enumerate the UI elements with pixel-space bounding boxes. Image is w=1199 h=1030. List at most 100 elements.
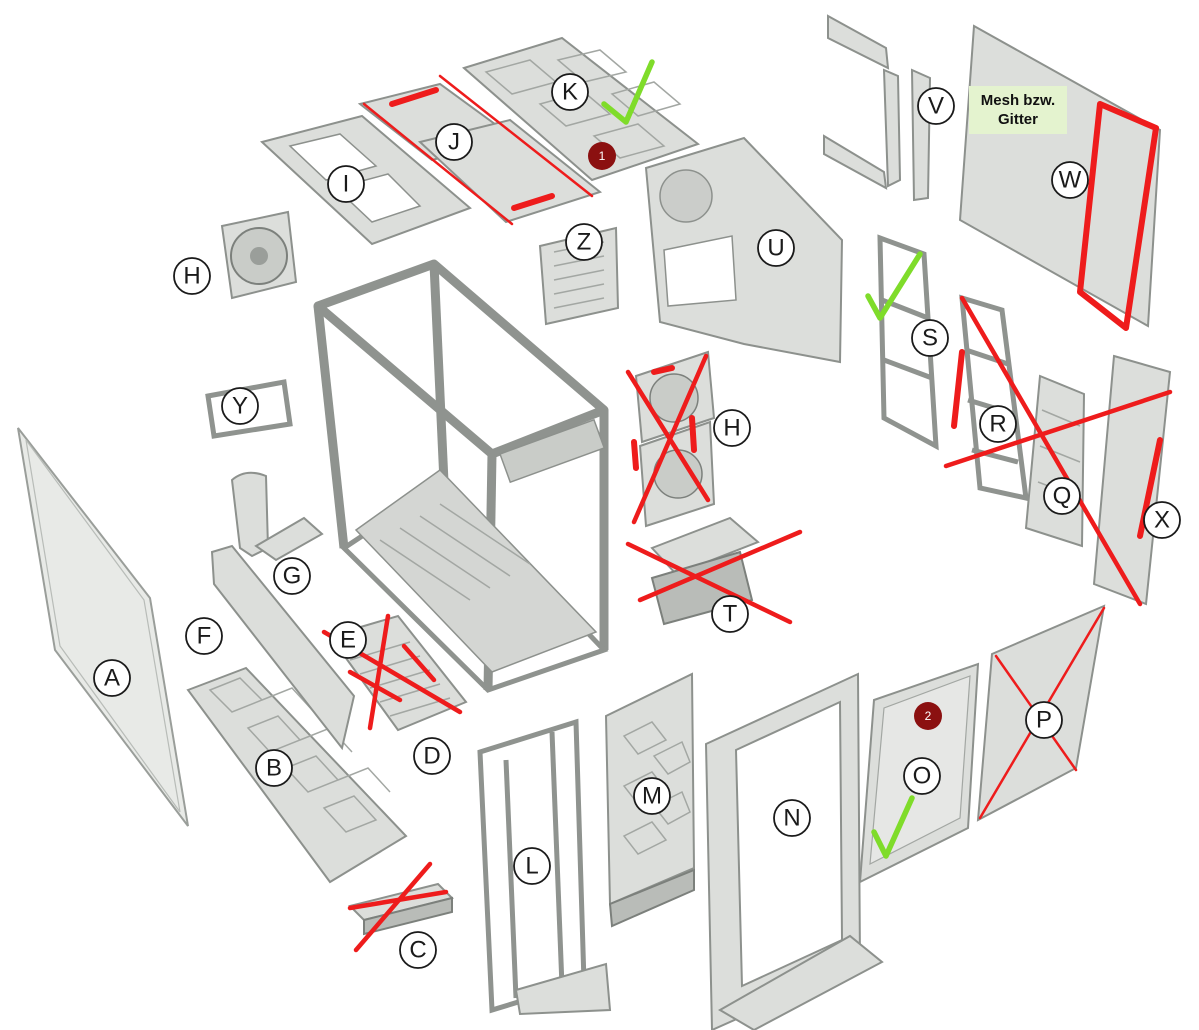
label-z: Z bbox=[565, 223, 603, 261]
label-u: U bbox=[757, 229, 795, 267]
label-q: Q bbox=[1043, 477, 1081, 515]
svg-text:W: W bbox=[1059, 167, 1082, 194]
label-f: F bbox=[185, 617, 223, 655]
bar-j-1 bbox=[389, 87, 439, 107]
cross-c-2 bbox=[353, 861, 433, 953]
label-k: K bbox=[551, 73, 589, 111]
svg-text:B: B bbox=[266, 755, 282, 782]
mesh-note: Mesh bzw. Gitter bbox=[969, 86, 1067, 134]
label-v: V bbox=[917, 87, 955, 125]
part-r-drive-trays bbox=[959, 294, 1029, 502]
label-s: S bbox=[911, 319, 949, 357]
svg-text:P: P bbox=[1036, 707, 1052, 734]
svg-text:X: X bbox=[1154, 507, 1170, 534]
svg-text:Z: Z bbox=[577, 229, 592, 256]
svg-text:C: C bbox=[409, 937, 426, 964]
label-g: G bbox=[273, 557, 311, 595]
green-check-marks bbox=[601, 59, 923, 859]
part-x-side-frame bbox=[1092, 354, 1172, 606]
part-b-dust-filter bbox=[186, 666, 408, 884]
label-e: E bbox=[329, 621, 367, 659]
part-y-bracket bbox=[205, 379, 293, 439]
svg-text:E: E bbox=[340, 627, 356, 654]
svg-text:O: O bbox=[913, 763, 932, 790]
part-u-mb-tray bbox=[644, 136, 844, 364]
cross-e-4 bbox=[401, 643, 437, 683]
svg-text:I: I bbox=[343, 171, 350, 198]
svg-text:F: F bbox=[197, 623, 212, 650]
svg-text:S: S bbox=[922, 325, 938, 352]
svg-text:H: H bbox=[183, 263, 200, 290]
label-d: D bbox=[413, 737, 451, 775]
bar-h-3 bbox=[631, 439, 639, 471]
cross-t-2 bbox=[637, 529, 803, 603]
label-p: P bbox=[1025, 701, 1063, 739]
label-b: B bbox=[255, 749, 293, 787]
main-chassis bbox=[313, 259, 609, 693]
check-k bbox=[601, 59, 655, 125]
label-w: W bbox=[1051, 161, 1089, 199]
label-r: R bbox=[979, 405, 1017, 443]
cross-j-1 bbox=[362, 102, 514, 226]
check-o bbox=[871, 795, 915, 859]
label-h-center: H bbox=[713, 409, 751, 447]
badge-1: 1 bbox=[588, 142, 616, 170]
svg-text:2: 2 bbox=[925, 709, 932, 723]
part-h-fan-top bbox=[220, 210, 298, 300]
bar-h-2 bbox=[689, 415, 697, 453]
label-n: N bbox=[773, 799, 811, 837]
cross-rqx-2 bbox=[943, 389, 1173, 469]
bar-j-2 bbox=[511, 193, 555, 211]
label-h-top: H bbox=[173, 257, 211, 295]
label-t: T bbox=[711, 595, 749, 633]
part-h-fans-center bbox=[634, 350, 716, 528]
svg-text:G: G bbox=[283, 563, 302, 590]
part-g-gpu-holder bbox=[230, 471, 324, 562]
svg-text:R: R bbox=[989, 411, 1006, 438]
svg-text:Y: Y bbox=[232, 393, 248, 420]
check-s bbox=[865, 251, 923, 321]
svg-text:U: U bbox=[767, 235, 784, 262]
svg-text:H: H bbox=[723, 415, 740, 442]
part-f-front-strip bbox=[210, 544, 356, 751]
cross-rqx-1 bbox=[959, 295, 1143, 607]
label-o: O bbox=[903, 757, 941, 795]
svg-text:K: K bbox=[562, 79, 578, 106]
svg-text:N: N bbox=[783, 805, 800, 832]
label-y: Y bbox=[221, 387, 259, 425]
svg-text:D: D bbox=[423, 743, 440, 770]
cross-e-3 bbox=[347, 669, 403, 703]
mesh-note-line-1: Mesh bzw. bbox=[980, 92, 1056, 109]
svg-text:M: M bbox=[642, 783, 662, 810]
svg-text:1: 1 bbox=[599, 149, 606, 163]
label-i: I bbox=[327, 165, 365, 203]
label-j: J bbox=[435, 123, 473, 161]
svg-text:A: A bbox=[104, 665, 120, 692]
outline-w bbox=[1077, 101, 1159, 331]
svg-text:V: V bbox=[928, 93, 944, 120]
part-v-rails bbox=[823, 14, 932, 202]
cross-j-2 bbox=[438, 74, 594, 198]
cross-t-1 bbox=[625, 541, 793, 625]
cross-h-1 bbox=[625, 369, 711, 503]
part-a-side-panel bbox=[17, 427, 189, 827]
svg-text:J: J bbox=[448, 129, 460, 156]
part-n-front-bezel bbox=[704, 672, 884, 1030]
cross-e-2 bbox=[367, 613, 391, 731]
label-x: X bbox=[1143, 501, 1181, 539]
label-l: L bbox=[513, 847, 551, 885]
cross-h-2 bbox=[631, 353, 709, 525]
label-c: C bbox=[399, 931, 437, 969]
bar-r-1 bbox=[951, 349, 965, 429]
badge-2: 2 bbox=[914, 702, 942, 730]
svg-text:L: L bbox=[525, 853, 538, 880]
mesh-note-line-2: Gitter bbox=[997, 111, 1038, 128]
svg-text:Q: Q bbox=[1053, 483, 1072, 510]
bar-h-1 bbox=[651, 365, 675, 375]
label-a: A bbox=[93, 659, 131, 697]
svg-text:T: T bbox=[723, 601, 738, 628]
label-m: M bbox=[633, 777, 671, 815]
part-l-front-frame bbox=[477, 718, 612, 1016]
